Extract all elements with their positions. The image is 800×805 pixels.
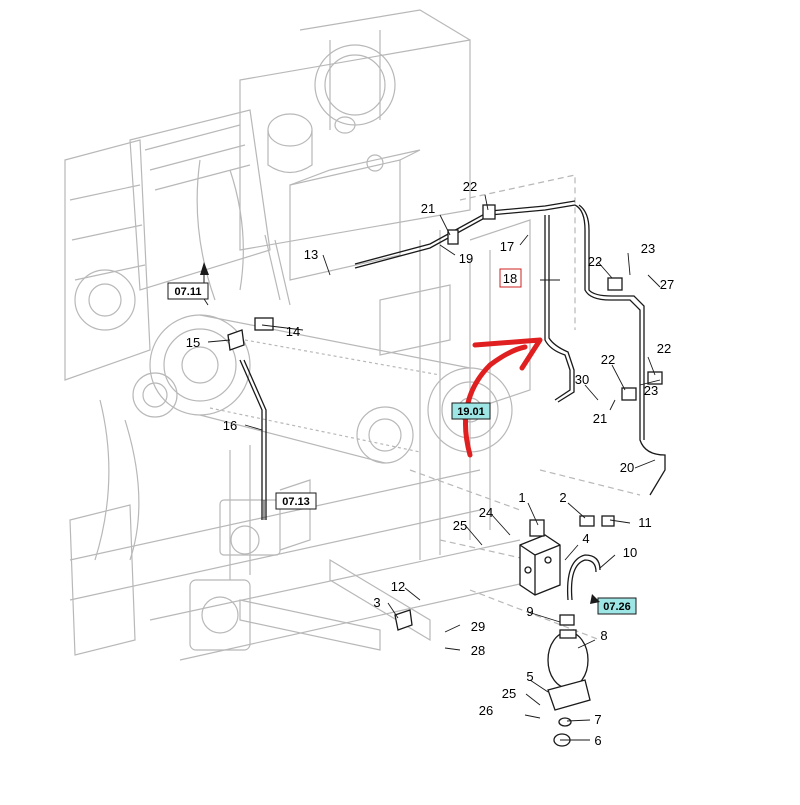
part-box-18[interactable]: [499, 268, 522, 288]
leader-lines: [194, 194, 661, 741]
callout-10[interactable]: 10: [623, 545, 637, 560]
callout-13[interactable]: 13: [304, 247, 318, 262]
callout-5[interactable]: 5: [526, 669, 533, 684]
callout-21b[interactable]: 21: [593, 411, 607, 426]
callout-22d[interactable]: 22: [657, 341, 671, 356]
ref-box-07-26[interactable]: 07.26: [597, 597, 637, 615]
callout-19[interactable]: 19: [459, 251, 473, 266]
callout-18[interactable]: 18: [503, 271, 517, 286]
red-callout-arrow: [463, 337, 543, 458]
ref-box-19-01[interactable]: 19.01: [451, 402, 491, 420]
callout-1[interactable]: 1: [518, 490, 525, 505]
callout-2[interactable]: 2: [559, 490, 566, 505]
callout-30[interactable]: 30: [575, 372, 589, 387]
callout-25b[interactable]: 25: [502, 686, 516, 701]
callout-15[interactable]: 15: [186, 335, 200, 350]
ref-label-07-13: 07.13: [282, 496, 310, 508]
callout-24[interactable]: 24: [479, 505, 493, 520]
callout-26[interactable]: 26: [479, 703, 493, 718]
callout-6[interactable]: 6: [594, 733, 601, 748]
callout-4[interactable]: 4: [582, 531, 589, 546]
ref-label-07-26: 07.26: [603, 601, 631, 613]
callout-23a[interactable]: 23: [641, 241, 655, 256]
callout-numbers: 1 2 3 4 5 6 7 8 9 10 11 12 13 14 15 16 1…: [186, 179, 674, 748]
ref-label-19-01: 19.01: [457, 406, 485, 418]
callout-16[interactable]: 16: [223, 418, 237, 433]
callout-25a[interactable]: 25: [453, 518, 467, 533]
callout-20[interactable]: 20: [620, 460, 634, 475]
callout-14[interactable]: 14: [286, 324, 300, 339]
valve-and-accumulator: [227, 204, 663, 747]
callout-29[interactable]: 29: [471, 619, 485, 634]
callout-9[interactable]: 9: [526, 604, 533, 619]
callout-7[interactable]: 7: [594, 712, 601, 727]
callout-22b[interactable]: 22: [588, 254, 602, 269]
callout-17[interactable]: 17: [500, 239, 514, 254]
machine-background: [64, 9, 641, 661]
ref-label-07-11: 07.11: [175, 286, 202, 298]
ref-box-07-13[interactable]: 07.13: [275, 492, 317, 510]
callout-23b[interactable]: 23: [644, 383, 658, 398]
ref-arrow-07-26: [590, 594, 600, 604]
callout-22c[interactable]: 22: [601, 352, 615, 367]
callout-28[interactable]: 28: [471, 643, 485, 658]
callout-3[interactable]: 3: [373, 595, 380, 610]
callout-8[interactable]: 8: [600, 628, 607, 643]
callout-12[interactable]: 12: [391, 579, 405, 594]
callout-27[interactable]: 27: [660, 277, 674, 292]
ref-arrow-07-11: [200, 262, 209, 275]
callout-22a[interactable]: 22: [463, 179, 477, 194]
callout-11[interactable]: 11: [638, 515, 652, 530]
callout-21a[interactable]: 21: [421, 201, 435, 216]
ref-box-07-11[interactable]: 07.11: [167, 282, 209, 300]
